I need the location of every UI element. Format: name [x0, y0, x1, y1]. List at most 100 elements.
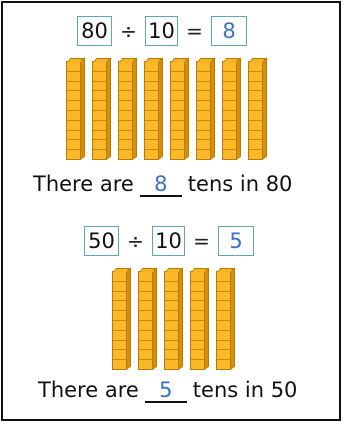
unit-cube [197, 121, 210, 131]
unit-cube [171, 62, 184, 72]
unit-cube [171, 121, 184, 131]
unit-cube [191, 350, 204, 360]
unit-cube [197, 101, 210, 111]
divisor-box-1: 10 [145, 16, 178, 46]
unit-cube [119, 62, 132, 72]
unit-cube [191, 331, 204, 341]
unit-cube [223, 82, 236, 92]
unit-cube [119, 121, 132, 131]
tens-rod [118, 61, 133, 160]
unit-cube [67, 72, 80, 82]
unit-cube [93, 101, 106, 111]
answer-box-1: 8 [211, 16, 247, 46]
unit-cube [165, 272, 178, 282]
unit-cube [197, 150, 210, 159]
unit-cube [93, 121, 106, 131]
sentence-suffix-2: tens in 50 [193, 378, 298, 402]
unit-cube [191, 311, 204, 321]
tens-rod [190, 271, 205, 370]
divide-symbol-2: ÷ [119, 229, 152, 253]
unit-cube [139, 360, 152, 369]
tens-rod [144, 61, 159, 160]
tens-rod [222, 61, 237, 160]
unit-cube [249, 140, 262, 150]
unit-cube [223, 131, 236, 141]
unit-cube [217, 282, 230, 292]
unit-cube [217, 311, 230, 321]
unit-cube [113, 360, 126, 369]
tens-rod [138, 271, 153, 370]
tens-rod [170, 61, 185, 160]
tens-rod [248, 61, 263, 160]
unit-cube [145, 72, 158, 82]
unit-cube [119, 140, 132, 150]
unit-cube [223, 72, 236, 82]
unit-cube [67, 62, 80, 72]
tens-rods-group-1 [66, 61, 263, 160]
unit-cube [165, 331, 178, 341]
unit-cube [223, 62, 236, 72]
tens-rod [112, 271, 127, 370]
unit-cube [249, 101, 262, 111]
unit-cube [217, 360, 230, 369]
unit-cube [171, 150, 184, 159]
unit-cube [165, 350, 178, 360]
equation-row-2: 50 ÷ 10 = 5 [84, 226, 254, 256]
sentence-answer-blank-2: 5 [145, 379, 187, 403]
unit-cube [119, 111, 132, 121]
unit-cube [217, 341, 230, 351]
unit-cube [145, 91, 158, 101]
unit-cube [145, 101, 158, 111]
unit-cube [223, 91, 236, 101]
unit-cube [217, 321, 230, 331]
unit-cube [217, 292, 230, 302]
tens-rod [66, 61, 81, 160]
unit-cube [113, 350, 126, 360]
unit-cube [191, 321, 204, 331]
unit-cube [113, 282, 126, 292]
unit-cube [139, 292, 152, 302]
unit-cube [197, 91, 210, 101]
sentence-prefix-1: There are [33, 172, 134, 196]
sentence-1: There are 8 tens in 80 [33, 172, 292, 197]
unit-cube [171, 140, 184, 150]
unit-cube [145, 140, 158, 150]
unit-cube [165, 311, 178, 321]
unit-cube [67, 101, 80, 111]
unit-cube [171, 82, 184, 92]
unit-cube [197, 131, 210, 141]
unit-cube [197, 111, 210, 121]
unit-cube [139, 321, 152, 331]
unit-cube [145, 82, 158, 92]
unit-cube [145, 131, 158, 141]
tens-rod [92, 61, 107, 160]
unit-cube [217, 301, 230, 311]
unit-cube [249, 72, 262, 82]
unit-cube [171, 101, 184, 111]
unit-cube [223, 111, 236, 121]
unit-cube [249, 82, 262, 92]
unit-cube [223, 150, 236, 159]
unit-cube [113, 311, 126, 321]
unit-cube [113, 321, 126, 331]
unit-cube [217, 272, 230, 282]
unit-cube [139, 341, 152, 351]
equals-symbol-2: = [185, 229, 218, 253]
unit-cube [119, 131, 132, 141]
unit-cube [191, 341, 204, 351]
unit-cube [119, 72, 132, 82]
unit-cube [67, 82, 80, 92]
unit-cube [223, 121, 236, 131]
sentence-prefix-2: There are [38, 378, 139, 402]
tens-rod [216, 271, 231, 370]
unit-cube [113, 341, 126, 351]
unit-cube [217, 350, 230, 360]
unit-cube [145, 111, 158, 121]
unit-cube [165, 301, 178, 311]
sentence-answer-blank-1: 8 [140, 173, 182, 197]
unit-cube [171, 91, 184, 101]
unit-cube [67, 150, 80, 159]
unit-cube [191, 282, 204, 292]
unit-cube [249, 121, 262, 131]
unit-cube [119, 150, 132, 159]
